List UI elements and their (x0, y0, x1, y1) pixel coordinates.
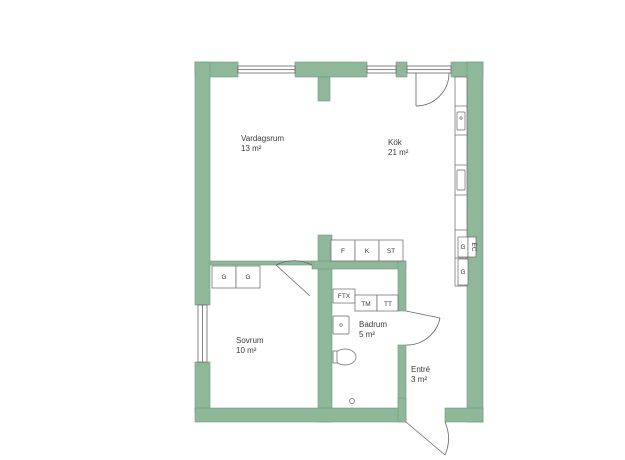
room-name-kok: Kök (388, 138, 403, 147)
tt-box (376, 294, 399, 312)
room-area-vardagsrum: 13 m² (241, 144, 262, 153)
room-name-vardagsrum: Vardagsrum (241, 134, 284, 143)
walls (194, 61, 484, 423)
kitchen-label-g1: G (460, 244, 465, 251)
wall-bath-top (311, 260, 407, 270)
room-area-entre: 3 m² (411, 375, 427, 384)
wall-left-upper (194, 61, 211, 306)
kitchen-box-g2 (457, 258, 469, 286)
wardrobe-label-k: K (365, 248, 370, 255)
bath-fixtures (332, 288, 399, 404)
tt-label: TT (384, 301, 392, 308)
doors (275, 72, 450, 456)
room-labels: Vardagsrum 13 m² Kök 21 m² Sovrum 10 m² … (236, 134, 431, 384)
wardrobe-hall (330, 239, 404, 262)
fixture-labels: F K ST G G FTX TM TT G EC G (221, 242, 477, 308)
wall-left-lower (194, 361, 211, 414)
wall-entry-stub (397, 397, 407, 423)
wall-top-mid (294, 61, 368, 78)
room-area-sovrum: 10 m² (236, 346, 257, 355)
sink-icon (456, 111, 466, 131)
ftx-label: FTX (338, 293, 351, 300)
kitchen-label-ec: EC (470, 242, 477, 251)
wardrobe-label-g2: G (245, 274, 250, 281)
room-name-entre: Entré (411, 365, 431, 374)
floor-drain-icon (349, 398, 355, 404)
wall-bottom-left (194, 407, 407, 423)
tm-label: TM (361, 301, 370, 308)
wall-bath-right-upper (397, 260, 407, 312)
wardrobe-label-st: ST (387, 248, 395, 255)
kitchen-label-g2: G (460, 269, 465, 276)
hob-icon (456, 169, 466, 191)
windows (197, 65, 452, 363)
room-name-badrum: Badrum (359, 320, 387, 329)
wardrobe-bedroom (211, 265, 261, 289)
wall-stub (317, 76, 331, 102)
kitchen-counter (454, 76, 477, 287)
kitchen-box-ec (467, 236, 477, 258)
wardrobe-label-f: F (341, 248, 345, 255)
room-name-sovrum: Sovrum (236, 336, 264, 345)
wardrobe-label-g1: G (221, 274, 226, 281)
room-area-badrum: 5 m² (359, 330, 375, 339)
wall-bottom-right (444, 407, 484, 423)
room-area-kok: 21 m² (388, 148, 409, 157)
wall-bedroom-top (209, 260, 313, 266)
wall-top-right-a (395, 61, 408, 78)
